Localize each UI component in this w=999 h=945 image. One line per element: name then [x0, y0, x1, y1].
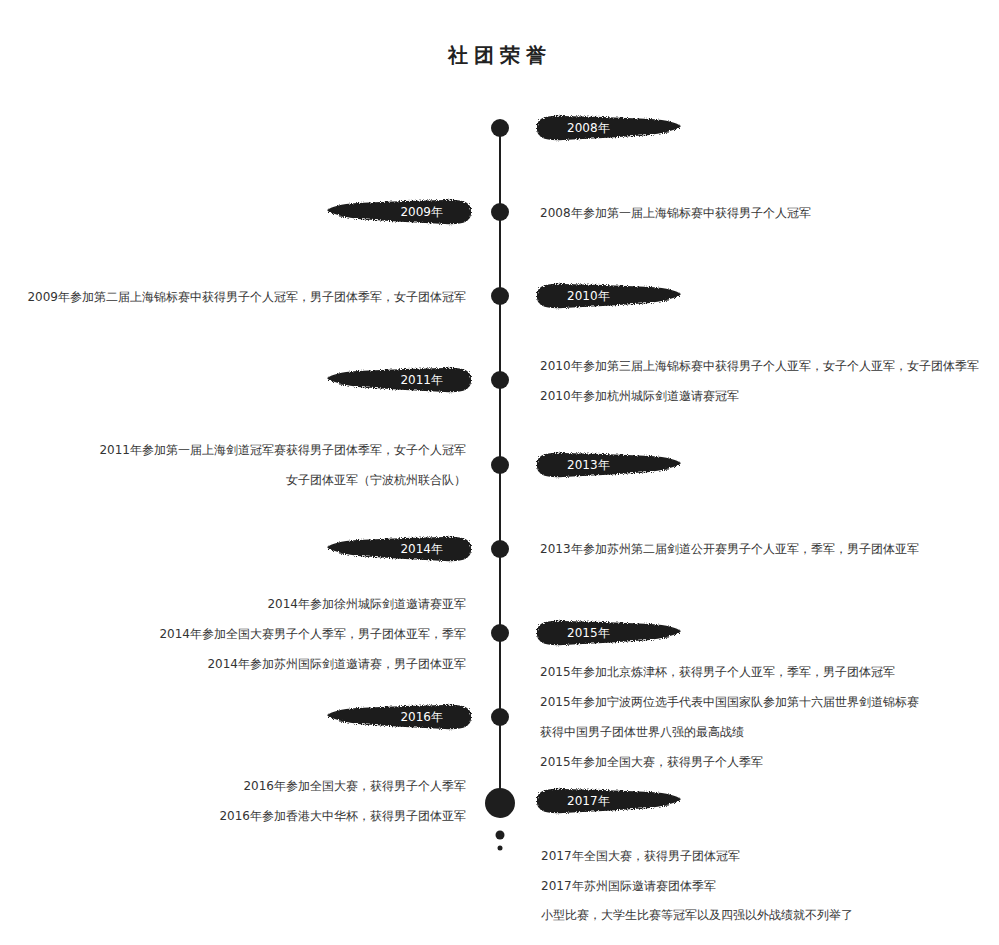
brush-shape	[537, 116, 681, 140]
honor-text: 2013年参加苏州第二届剑道公开赛男子个人亚军，季军，男子团体亚军	[540, 541, 919, 557]
brush-shape	[327, 368, 471, 392]
honor-text: 女子团体亚军（宁波杭州联合队）	[286, 472, 466, 488]
honor-text: 2015年参加宁波两位选手代表中国国家队参加第十六届世界剑道锦标赛	[540, 694, 919, 710]
year-text: 2013年	[567, 457, 610, 473]
honor-text: 2015年参加全国大赛，获得男子个人季军	[540, 754, 763, 770]
brush-shape	[327, 705, 471, 729]
year-text: 2017年	[567, 793, 610, 809]
honor-text: 2010年参加第三届上海锦标赛中获得男子个人亚军，女子个人亚军，女子团体季军	[540, 358, 979, 374]
brush-hair	[553, 285, 673, 307]
brush-hair	[553, 454, 673, 476]
honor-text: 2010年参加杭州城际剑道邀请赛冠军	[540, 388, 739, 404]
page-title: 社团荣誉	[0, 42, 999, 68]
year-brush: 2017年	[533, 784, 683, 818]
honor-text: 2017年全国大赛，获得男子团体冠军	[541, 848, 740, 864]
honor-text: 2014年参加全国大赛男子个人季军，男子团体亚军，季军	[159, 626, 466, 642]
brush-stroke	[325, 195, 475, 229]
timeline-dot	[491, 287, 509, 305]
timeline-dot	[491, 371, 509, 389]
year-text: 2016年	[400, 709, 443, 725]
year-text: 2008年	[567, 120, 610, 136]
honor-text: 2014年参加徐州城际剑道邀请赛亚军	[267, 596, 466, 612]
honor-text: 小型比赛，大学生比赛等冠军以及四强以外战绩就不列举了	[541, 907, 853, 923]
year-brush: 2014年	[325, 532, 475, 566]
brush-body	[537, 789, 681, 813]
brush-body	[327, 537, 471, 561]
year-brush: 2011年	[325, 363, 475, 397]
year-brush: 2016年	[325, 700, 475, 734]
year-text: 2010年	[567, 288, 610, 304]
timeline-dots	[485, 119, 515, 851]
brush-shape	[537, 789, 681, 813]
brush-hair	[553, 790, 673, 812]
honor-text: 2016年参加香港大中华杯，获得男子团体亚军	[219, 808, 466, 824]
timeline-end-dot	[498, 846, 503, 851]
brush-shape	[327, 537, 471, 561]
timeline-dot	[491, 203, 509, 221]
brush-body	[537, 116, 681, 140]
year-brush: 2013年	[533, 448, 683, 482]
year-text: 2011年	[400, 372, 443, 388]
honor-text: 2014年参加苏州国际剑道邀请赛，男子团体亚军	[207, 656, 466, 672]
brush-body	[327, 705, 471, 729]
brush-body	[537, 621, 681, 645]
year-brush: 2008年	[533, 111, 683, 145]
brush-shape	[537, 453, 681, 477]
brush-hair	[553, 622, 673, 644]
brush-stroke	[325, 532, 475, 566]
brush-body	[537, 453, 681, 477]
brush-shape	[327, 200, 471, 224]
year-brush: 2015年	[533, 616, 683, 650]
year-brush: 2010年	[533, 279, 683, 313]
year-brush: 2009年	[325, 195, 475, 229]
brush-hair	[335, 706, 455, 728]
brush-stroke	[325, 363, 475, 397]
timeline-dot	[491, 624, 509, 642]
honor-text: 2016年参加全国大赛，获得男子个人季军	[243, 778, 466, 794]
brush-hair	[335, 369, 455, 391]
brush-body	[327, 368, 471, 392]
timeline-end-dot	[496, 831, 505, 840]
brush-body	[537, 284, 681, 308]
timeline-dot	[491, 456, 509, 474]
honor-text: 获得中国男子团体世界八强的最高战绩	[540, 724, 744, 740]
honor-text: 2008年参加第一届上海锦标赛中获得男子个人冠军	[540, 205, 811, 221]
brush-hair	[553, 117, 673, 139]
timeline-end-dot	[485, 788, 515, 818]
brush-hair	[335, 201, 455, 223]
timeline-dot	[491, 119, 509, 137]
year-text: 2014年	[400, 541, 443, 557]
timeline-dot	[491, 540, 509, 558]
year-text: 2015年	[567, 625, 610, 641]
brush-body	[327, 200, 471, 224]
timeline-dot	[491, 708, 509, 726]
honor-text: 2011年参加第一届上海剑道冠军赛获得男子团体季军，女子个人冠军	[99, 442, 466, 458]
brush-hair	[335, 538, 455, 560]
honor-text: 2009年参加第二届上海锦标赛中获得男子个人冠军，男子团体季军，女子团体冠军	[27, 289, 466, 305]
brush-shape	[537, 284, 681, 308]
year-text: 2009年	[400, 204, 443, 220]
brush-stroke	[325, 700, 475, 734]
honor-text: 2015年参加北京炼津杯，获得男子个人亚军，季军，男子团体冠军	[540, 664, 895, 680]
brush-shape	[537, 621, 681, 645]
honor-text: 2017年苏州国际邀请赛团体季军	[541, 878, 716, 894]
